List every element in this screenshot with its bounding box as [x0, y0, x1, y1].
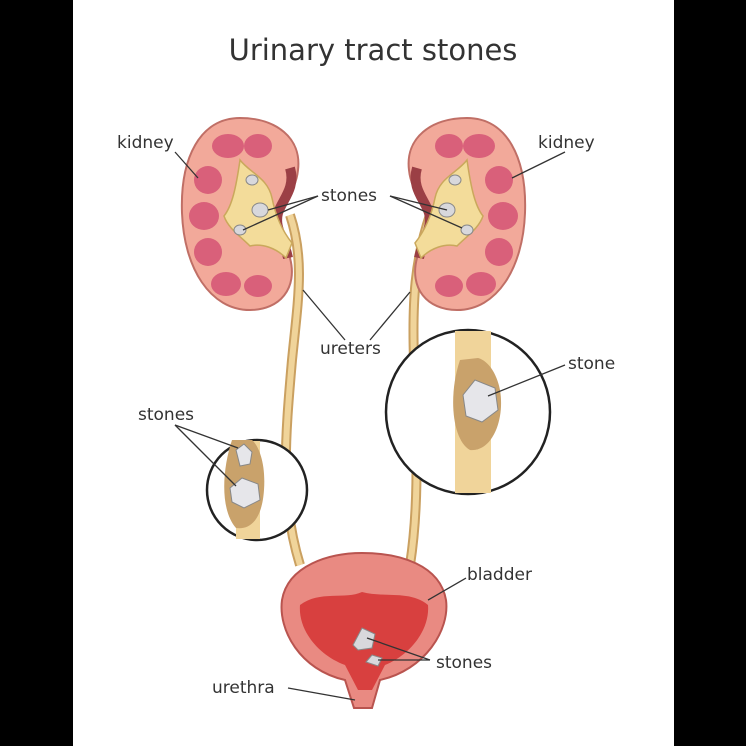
label-kidney-stones: stones	[321, 186, 377, 206]
label-kidney-left: kidney	[117, 133, 174, 153]
bladder	[280, 551, 448, 709]
diagram-title: Urinary tract stones	[229, 33, 518, 67]
label-ureter-stone: stone	[568, 354, 615, 374]
left-magnifier	[205, 438, 309, 542]
label-ureters: ureters	[320, 339, 381, 359]
label-ureter-stones: stones	[138, 405, 194, 425]
right-kidney	[409, 118, 526, 310]
left-kidney	[182, 118, 299, 310]
label-bladder-stones: stones	[436, 653, 492, 673]
label-kidney-right: kidney	[538, 133, 595, 153]
label-bladder: bladder	[467, 565, 532, 585]
right-magnifier	[384, 328, 552, 496]
label-urethra: urethra	[212, 678, 275, 698]
leader-lines	[174, 151, 566, 701]
